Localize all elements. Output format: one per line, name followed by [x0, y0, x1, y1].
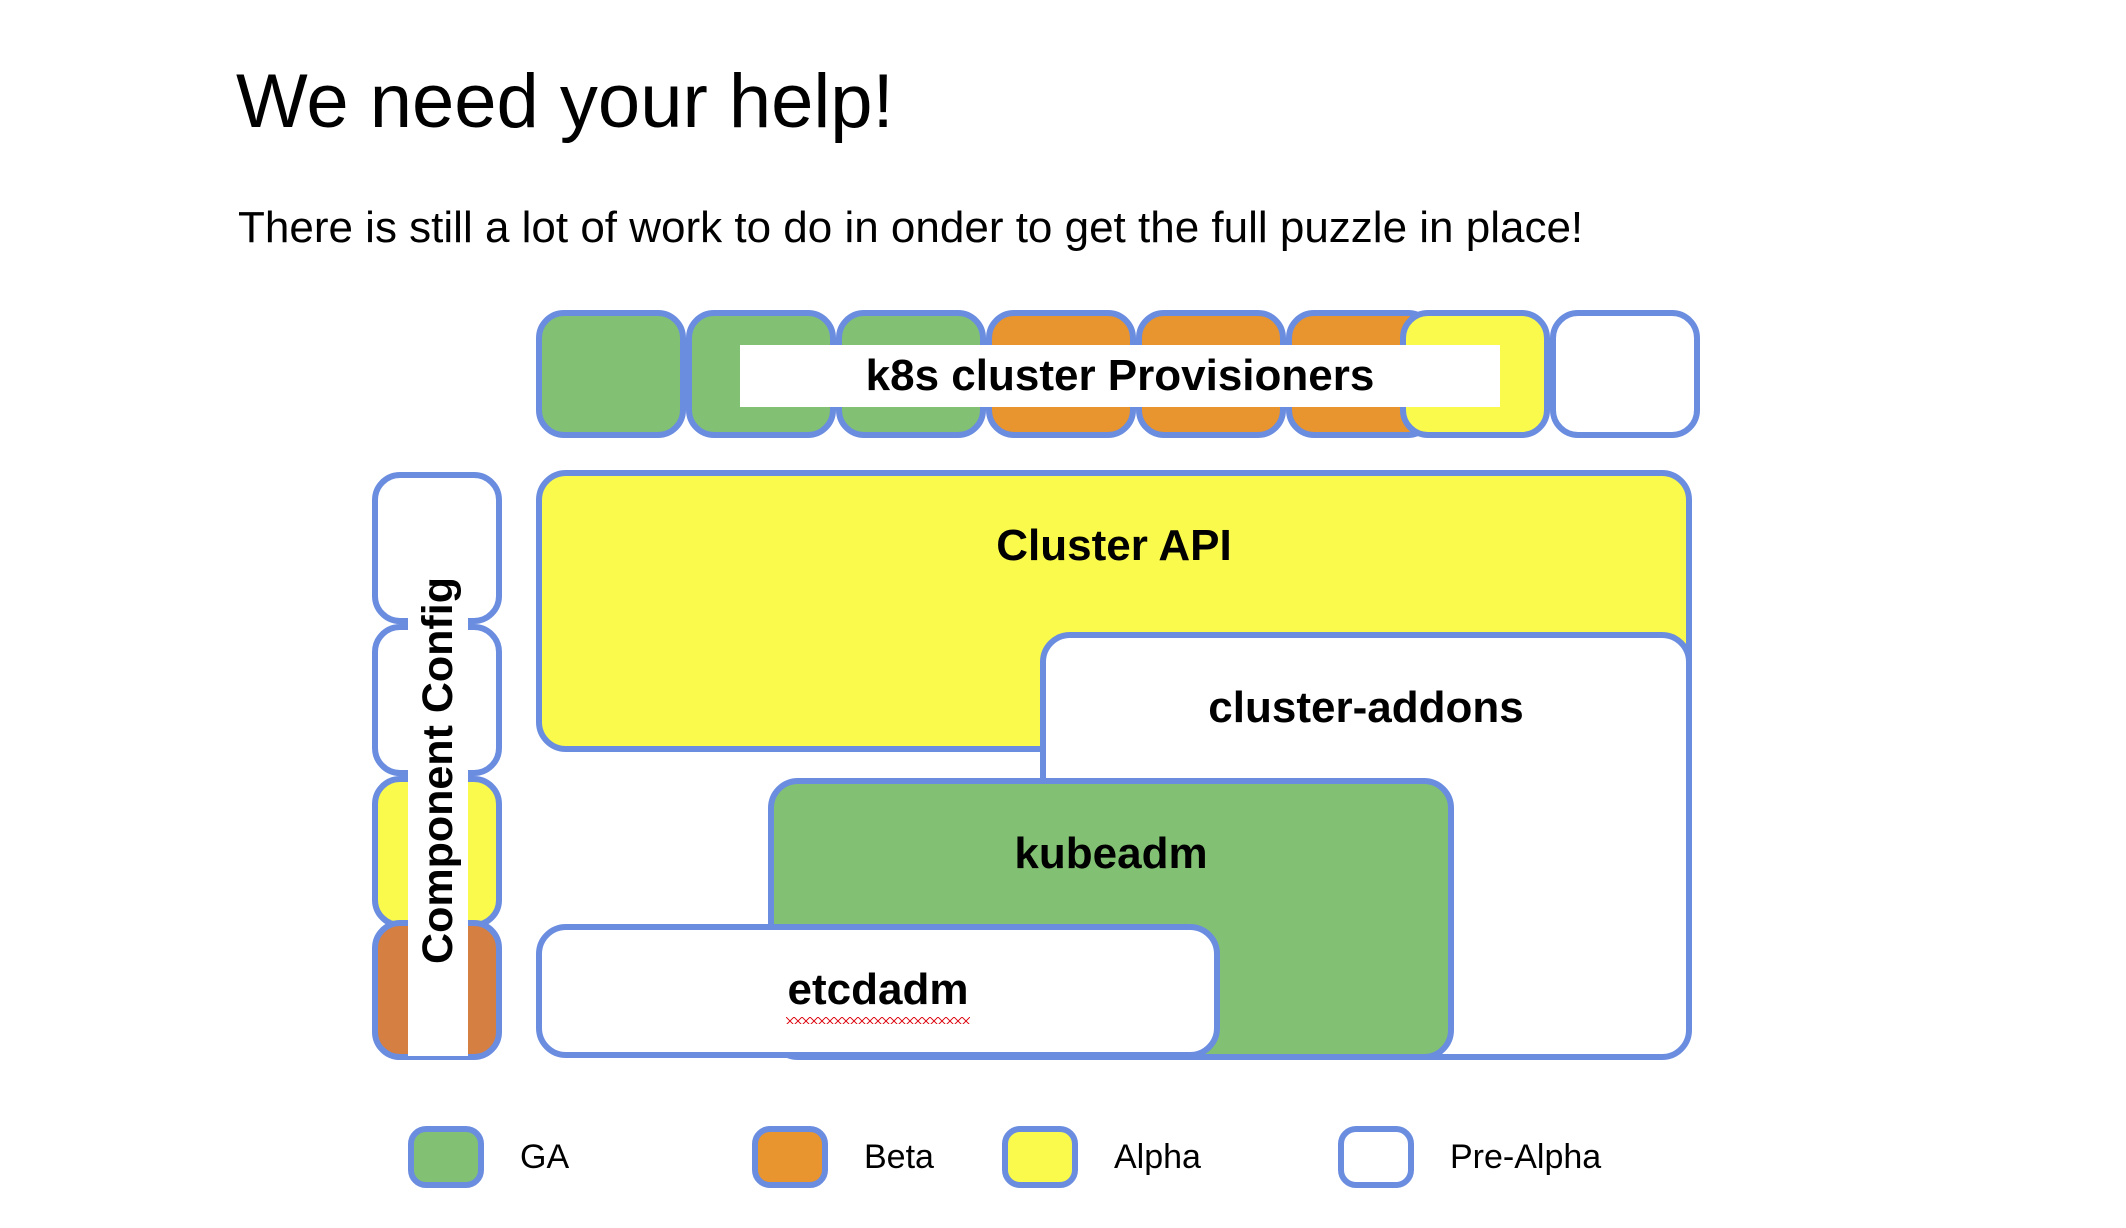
legend-label-ga: GA	[520, 1138, 570, 1176]
legend-label-beta: Beta	[864, 1138, 934, 1176]
kubeadm-label: kubeadm	[1014, 829, 1208, 878]
provisioner-row-label-text: k8s cluster Provisioners	[865, 351, 1375, 400]
legend-item-alpha: Alpha	[1002, 1126, 1201, 1188]
legend-swatch-alpha	[1002, 1126, 1078, 1188]
page-subtitle: There is still a lot of work to do in on…	[238, 203, 1584, 252]
etcdadm-label: etcdadm	[785, 965, 971, 1024]
legend-swatch-prealpha	[1338, 1126, 1414, 1188]
legend-item-prealpha: Pre-Alpha	[1338, 1126, 1601, 1188]
component-config-label-text: Component Config	[413, 576, 462, 964]
etcdadm-label-wrap: etcdadm	[542, 965, 1214, 1024]
legend-item-beta: Beta	[752, 1126, 934, 1188]
provisioner-row-label: k8s cluster Provisioners	[740, 345, 1500, 407]
page-title: We need your help!	[236, 58, 894, 144]
etcdadm-box[interactable]: etcdadm	[536, 924, 1220, 1058]
cluster-api-label: Cluster API	[996, 521, 1232, 570]
legend-swatch-beta	[752, 1126, 828, 1188]
legend-item-ga: GA	[408, 1126, 569, 1188]
component-config-label: Component Config	[408, 484, 468, 1056]
legend-swatch-ga	[408, 1126, 484, 1188]
provisioner-box-1[interactable]	[536, 310, 686, 438]
legend-label-alpha: Alpha	[1114, 1138, 1201, 1176]
legend-label-prealpha: Pre-Alpha	[1450, 1138, 1602, 1176]
provisioner-box-8[interactable]	[1550, 310, 1700, 438]
cluster-addons-label: cluster-addons	[1208, 683, 1524, 732]
